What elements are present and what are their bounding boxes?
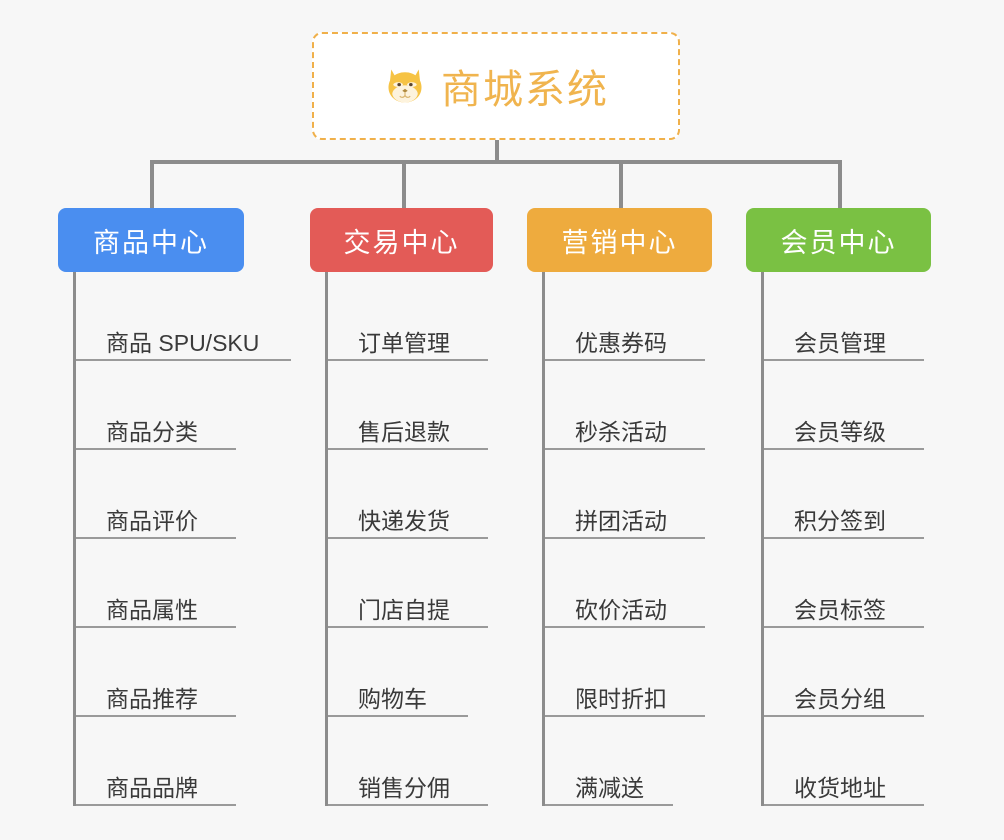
leaf-underline (328, 626, 488, 628)
leaf-item[interactable]: 会员等级 (764, 361, 931, 450)
leaf-item[interactable]: 商品分类 (76, 361, 244, 450)
leaf-underline (764, 715, 924, 717)
leaf-underline (545, 715, 705, 717)
leaf-label: 积分签到 (794, 508, 886, 534)
leaf-underline (545, 804, 673, 806)
leaf-item[interactable]: 快递发货 (328, 450, 493, 539)
leaf-item[interactable]: 商品推荐 (76, 628, 244, 717)
leaf-item[interactable]: 限时折扣 (545, 628, 712, 717)
leaf-underline (545, 626, 705, 628)
category-label: 商品中心 (93, 227, 209, 258)
leaf-item[interactable]: 积分签到 (764, 450, 931, 539)
leaf-item[interactable]: 会员标签 (764, 539, 931, 628)
leaf-underline (328, 359, 488, 361)
leaf-label: 商品 SPU/SKU (106, 330, 260, 356)
leaf-item[interactable]: 满减送 (545, 717, 712, 806)
category-card-member-center[interactable]: 会员中心 (746, 208, 931, 272)
leaf-label: 商品属性 (106, 597, 198, 623)
leaf-label: 砍价活动 (575, 597, 667, 623)
drop-connector-product-center (150, 160, 154, 208)
leaf-underline (764, 448, 924, 450)
leaf-list-product-center: 商品 SPU/SKU 商品分类商品评价商品属性商品推荐商品品牌 (73, 272, 291, 806)
leaf-underline (545, 359, 705, 361)
leaf-label: 会员标签 (794, 597, 886, 623)
leaf-item[interactable]: 售后退款 (328, 361, 493, 450)
category-label: 交易中心 (343, 227, 460, 258)
branch-column-product-center: 商品中心商品 SPU/SKU 商品分类商品评价商品属性商品推荐商品品牌 (58, 208, 291, 806)
leaf-underline (76, 359, 291, 361)
category-card-product-center[interactable]: 商品中心 (58, 208, 244, 272)
leaf-underline (764, 359, 924, 361)
leaf-underline (76, 448, 236, 450)
leaf-item[interactable]: 会员管理 (764, 272, 931, 361)
category-card-trade-center[interactable]: 交易中心 (310, 208, 493, 272)
category-label: 营销中心 (561, 227, 678, 258)
leaf-label: 订单管理 (358, 330, 450, 356)
leaf-underline (545, 537, 705, 539)
root-title: 商城系统 (441, 68, 609, 112)
leaf-label: 满减送 (575, 775, 644, 801)
leaf-label: 销售分佣 (358, 775, 450, 801)
leaf-label: 收货地址 (794, 775, 886, 801)
leaf-underline (764, 537, 924, 539)
leaf-item[interactable]: 砍价活动 (545, 539, 712, 628)
leaf-list-member-center: 会员管理会员等级积分签到会员标签会员分组收货地址 (761, 272, 931, 806)
leaf-label: 会员等级 (794, 419, 886, 445)
drop-connector-trade-center (402, 160, 406, 208)
leaf-item[interactable]: 购物车 (328, 628, 493, 717)
leaf-label: 优惠券码 (575, 330, 667, 356)
leaf-label: 商品推荐 (106, 686, 198, 712)
leaf-underline (328, 448, 488, 450)
leaf-item[interactable]: 订单管理 (328, 272, 493, 361)
root-node[interactable]: 商城系统 (312, 32, 680, 140)
horizontal-bus-connector (150, 160, 842, 164)
leaf-item[interactable]: 优惠券码 (545, 272, 712, 361)
leaf-underline (76, 626, 236, 628)
leaf-underline (76, 715, 236, 717)
leaf-label: 会员分组 (794, 686, 886, 712)
leaf-label: 限时折扣 (575, 686, 667, 712)
leaf-label: 秒杀活动 (575, 419, 667, 445)
leaf-item[interactable]: 秒杀活动 (545, 361, 712, 450)
leaf-list-trade-center: 订单管理售后退款快递发货门店自提购物车销售分佣 (325, 272, 493, 806)
leaf-label: 商品品牌 (106, 775, 198, 801)
leaf-label: 拼团活动 (575, 508, 667, 534)
root-stem-connector (495, 140, 499, 164)
leaf-label: 商品评价 (106, 508, 198, 534)
leaf-underline (328, 715, 468, 717)
leaf-list-marketing-center: 优惠券码秒杀活动拼团活动砍价活动限时折扣满减送 (542, 272, 712, 806)
leaf-underline (328, 804, 488, 806)
leaf-underline (764, 626, 924, 628)
leaf-item[interactable]: 门店自提 (328, 539, 493, 628)
leaf-underline (764, 804, 924, 806)
leaf-underline (76, 537, 236, 539)
leaf-item[interactable]: 销售分佣 (328, 717, 493, 806)
leaf-label: 购物车 (358, 686, 427, 712)
leaf-item[interactable]: 商品评价 (76, 450, 244, 539)
leaf-item[interactable]: 商品品牌 (76, 717, 244, 806)
category-card-marketing-center[interactable]: 营销中心 (527, 208, 712, 272)
category-label: 会员中心 (780, 227, 897, 258)
leaf-item[interactable]: 商品属性 (76, 539, 244, 628)
leaf-label: 售后退款 (358, 419, 450, 445)
leaf-underline (328, 537, 488, 539)
leaf-label: 会员管理 (794, 330, 886, 356)
leaf-item[interactable]: 拼团活动 (545, 450, 712, 539)
leaf-label: 快递发货 (358, 508, 450, 534)
drop-connector-marketing-center (619, 160, 623, 208)
drop-connector-member-center (838, 160, 842, 208)
leaf-label: 门店自提 (358, 597, 450, 623)
leaf-item[interactable]: 商品 SPU/SKU (76, 272, 291, 361)
shiba-dog-face-icon (383, 64, 427, 108)
leaf-item[interactable]: 收货地址 (764, 717, 931, 806)
branch-column-member-center: 会员中心会员管理会员等级积分签到会员标签会员分组收货地址 (746, 208, 931, 806)
branch-column-marketing-center: 营销中心优惠券码秒杀活动拼团活动砍价活动限时折扣满减送 (527, 208, 712, 806)
leaf-underline (76, 804, 236, 806)
leaf-underline (545, 448, 705, 450)
branch-column-trade-center: 交易中心订单管理售后退款快递发货门店自提购物车销售分佣 (310, 208, 493, 806)
leaf-item[interactable]: 会员分组 (764, 628, 931, 717)
leaf-label: 商品分类 (106, 419, 198, 445)
